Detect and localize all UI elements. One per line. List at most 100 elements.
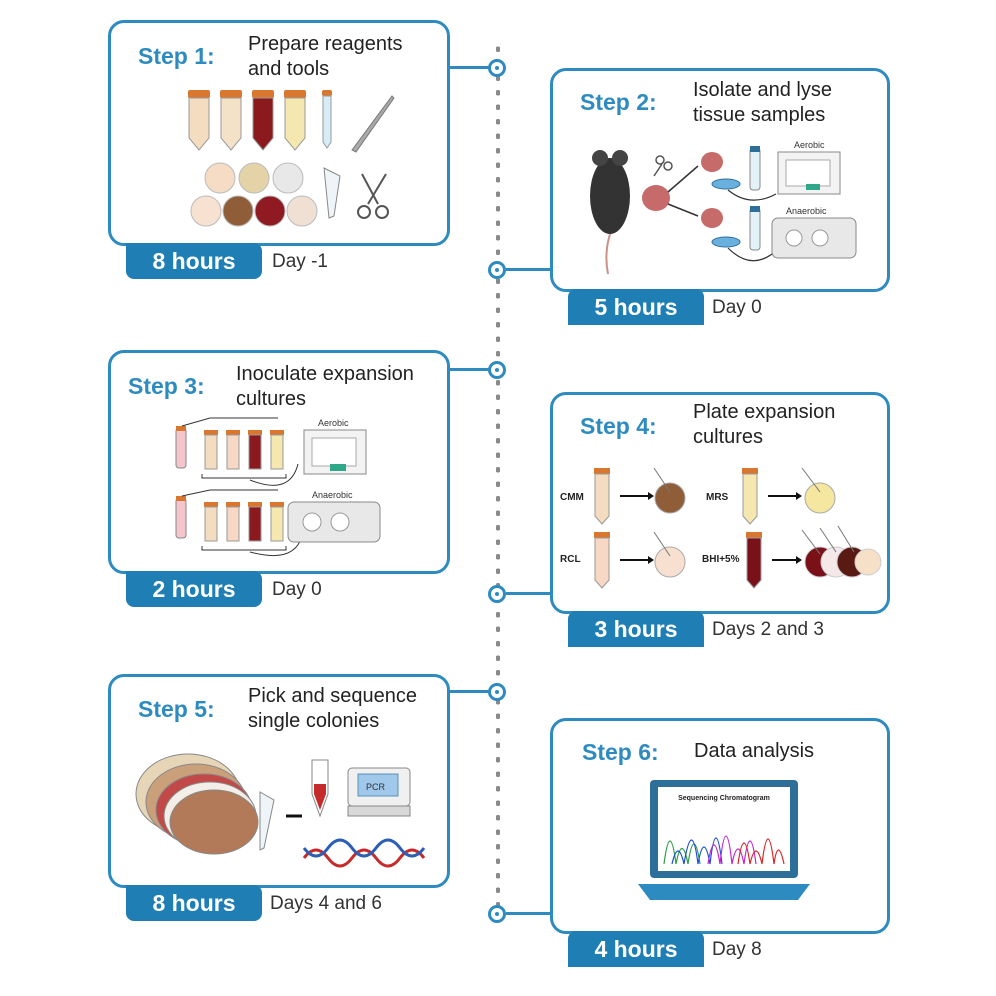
step3-label: Step 3: [128,373,205,399]
tube-icon [749,146,761,191]
media-label-cmm: CMM [560,492,584,503]
tube-icon [270,506,284,542]
aerobic-incubator-icon [303,429,367,475]
timeline-node [488,683,506,701]
step2-duration-badge: 5 hours [568,289,704,325]
tube-icon [248,434,262,470]
step1-label: Step 1: [138,43,215,69]
anaerobic-chamber-icon [287,501,381,543]
plating-illustration: CMM MRS RCL BHI+5% [560,467,882,589]
pcr-tube-icon [311,759,329,818]
chromatogram-title: Sequencing Chromatogram [678,795,770,802]
tube-icon [220,90,242,151]
chromatogram-traces [663,835,785,865]
forceps-icon [351,95,395,153]
tube-icon [594,468,610,525]
scissors-icon [357,173,389,219]
media-label-rcl: RCL [560,554,581,565]
tissue-icon [701,152,723,172]
step6-duration-badge: 4 hours [568,931,704,967]
tube-icon [746,532,762,589]
tissue-icon [701,208,723,228]
step6-title: Data analysis [694,740,815,762]
step6-day: Day 8 [712,939,762,960]
step1-day: Day -1 [272,251,328,272]
step1-duration-badge: 8 hours [126,243,262,279]
timeline-node [488,585,506,603]
aerobic-label: Aerobic [794,140,825,150]
step5-title: Pick and sequence single colonies [248,685,418,732]
aerobic-label: Aerobic [318,418,349,428]
step3-title: Inoculate expansion cultures [236,363,414,410]
plate-icon [190,195,222,227]
step1-title: Prepare reagents and tools [248,33,403,80]
tube-icon [252,90,274,151]
tube-icon [204,434,218,470]
tube-icon [204,506,218,542]
step5-duration-badge: 8 hours [126,885,262,921]
tube-icon [284,90,306,151]
plate-icon [654,482,686,514]
connector-step3 [446,368,492,371]
media-label-mrs: MRS [706,492,729,503]
tissue-icon [642,185,670,211]
connector-step1 [446,66,492,69]
step4-title: Plate expansion cultures [693,401,836,448]
tube-icon [749,206,761,251]
step4-label: Step 4: [580,413,657,439]
plate-icon [222,195,254,227]
plate-icon [238,162,270,194]
connector-step6 [506,912,552,915]
pipette-tip-icon [259,791,275,851]
inoculation-illustration: Aerobic Anaerobic [175,417,381,557]
aerobic-incubator-icon [777,151,841,195]
step4-day: Days 2 and 3 [712,619,824,640]
timeline-node [488,261,506,279]
plate-icon [204,162,236,194]
tube-icon [248,506,262,542]
microtube-icon [323,167,341,219]
plate-icon [254,195,286,227]
plate-icon [286,195,318,227]
tube-icon [175,426,187,469]
anaerobic-label: Anaerobic [312,490,353,500]
thermocycler-icon: PCR [347,767,411,817]
step2-day: Day 0 [712,297,762,318]
tube-icon [175,496,187,539]
connector-step5 [446,690,492,693]
strainer-icon [711,178,741,190]
scissors-icon [653,155,673,177]
stacked-plates-icon [135,753,259,855]
tube-icon [226,506,240,542]
tube-icon [594,532,610,589]
step2-title: Isolate and lyse tissue samples [693,79,832,126]
laptop-base-icon [638,884,810,900]
step2-label: Step 2: [580,89,657,115]
tissue-isolation-illustration: Aerobic Anaerobic [590,140,857,275]
step3-duration-badge: 2 hours [126,571,262,607]
colony-sequencing-illustration: PCR [135,753,426,868]
anaerobic-label: Anaerobic [786,206,827,216]
connector-step2 [506,268,552,271]
step4-duration-badge: 3 hours [568,611,704,647]
dna-helix-icon [302,838,426,868]
laptop-chromatogram-illustration: Sequencing Chromatogram [638,780,810,900]
mouse-icon [590,150,630,275]
reagents-tools-illustration [188,90,395,227]
tube-icon [188,90,210,151]
step6-label: Step 6: [582,739,659,765]
strainer-icon [711,236,741,248]
step5-label: Step 5: [138,696,215,722]
timeline-node [488,905,506,923]
plate-icon [804,482,836,514]
plate-icon [272,162,304,194]
tube-icon [742,468,758,525]
media-label-bhi: BHI+5% [702,554,740,565]
tube-icon [322,90,332,149]
timeline-dotted-line [496,42,500,922]
anaerobic-chamber-icon [771,217,857,259]
plate-icon [654,546,686,578]
connector-step4 [506,592,552,595]
step3-day: Day 0 [272,579,322,600]
pcr-label: PCR [366,782,386,792]
